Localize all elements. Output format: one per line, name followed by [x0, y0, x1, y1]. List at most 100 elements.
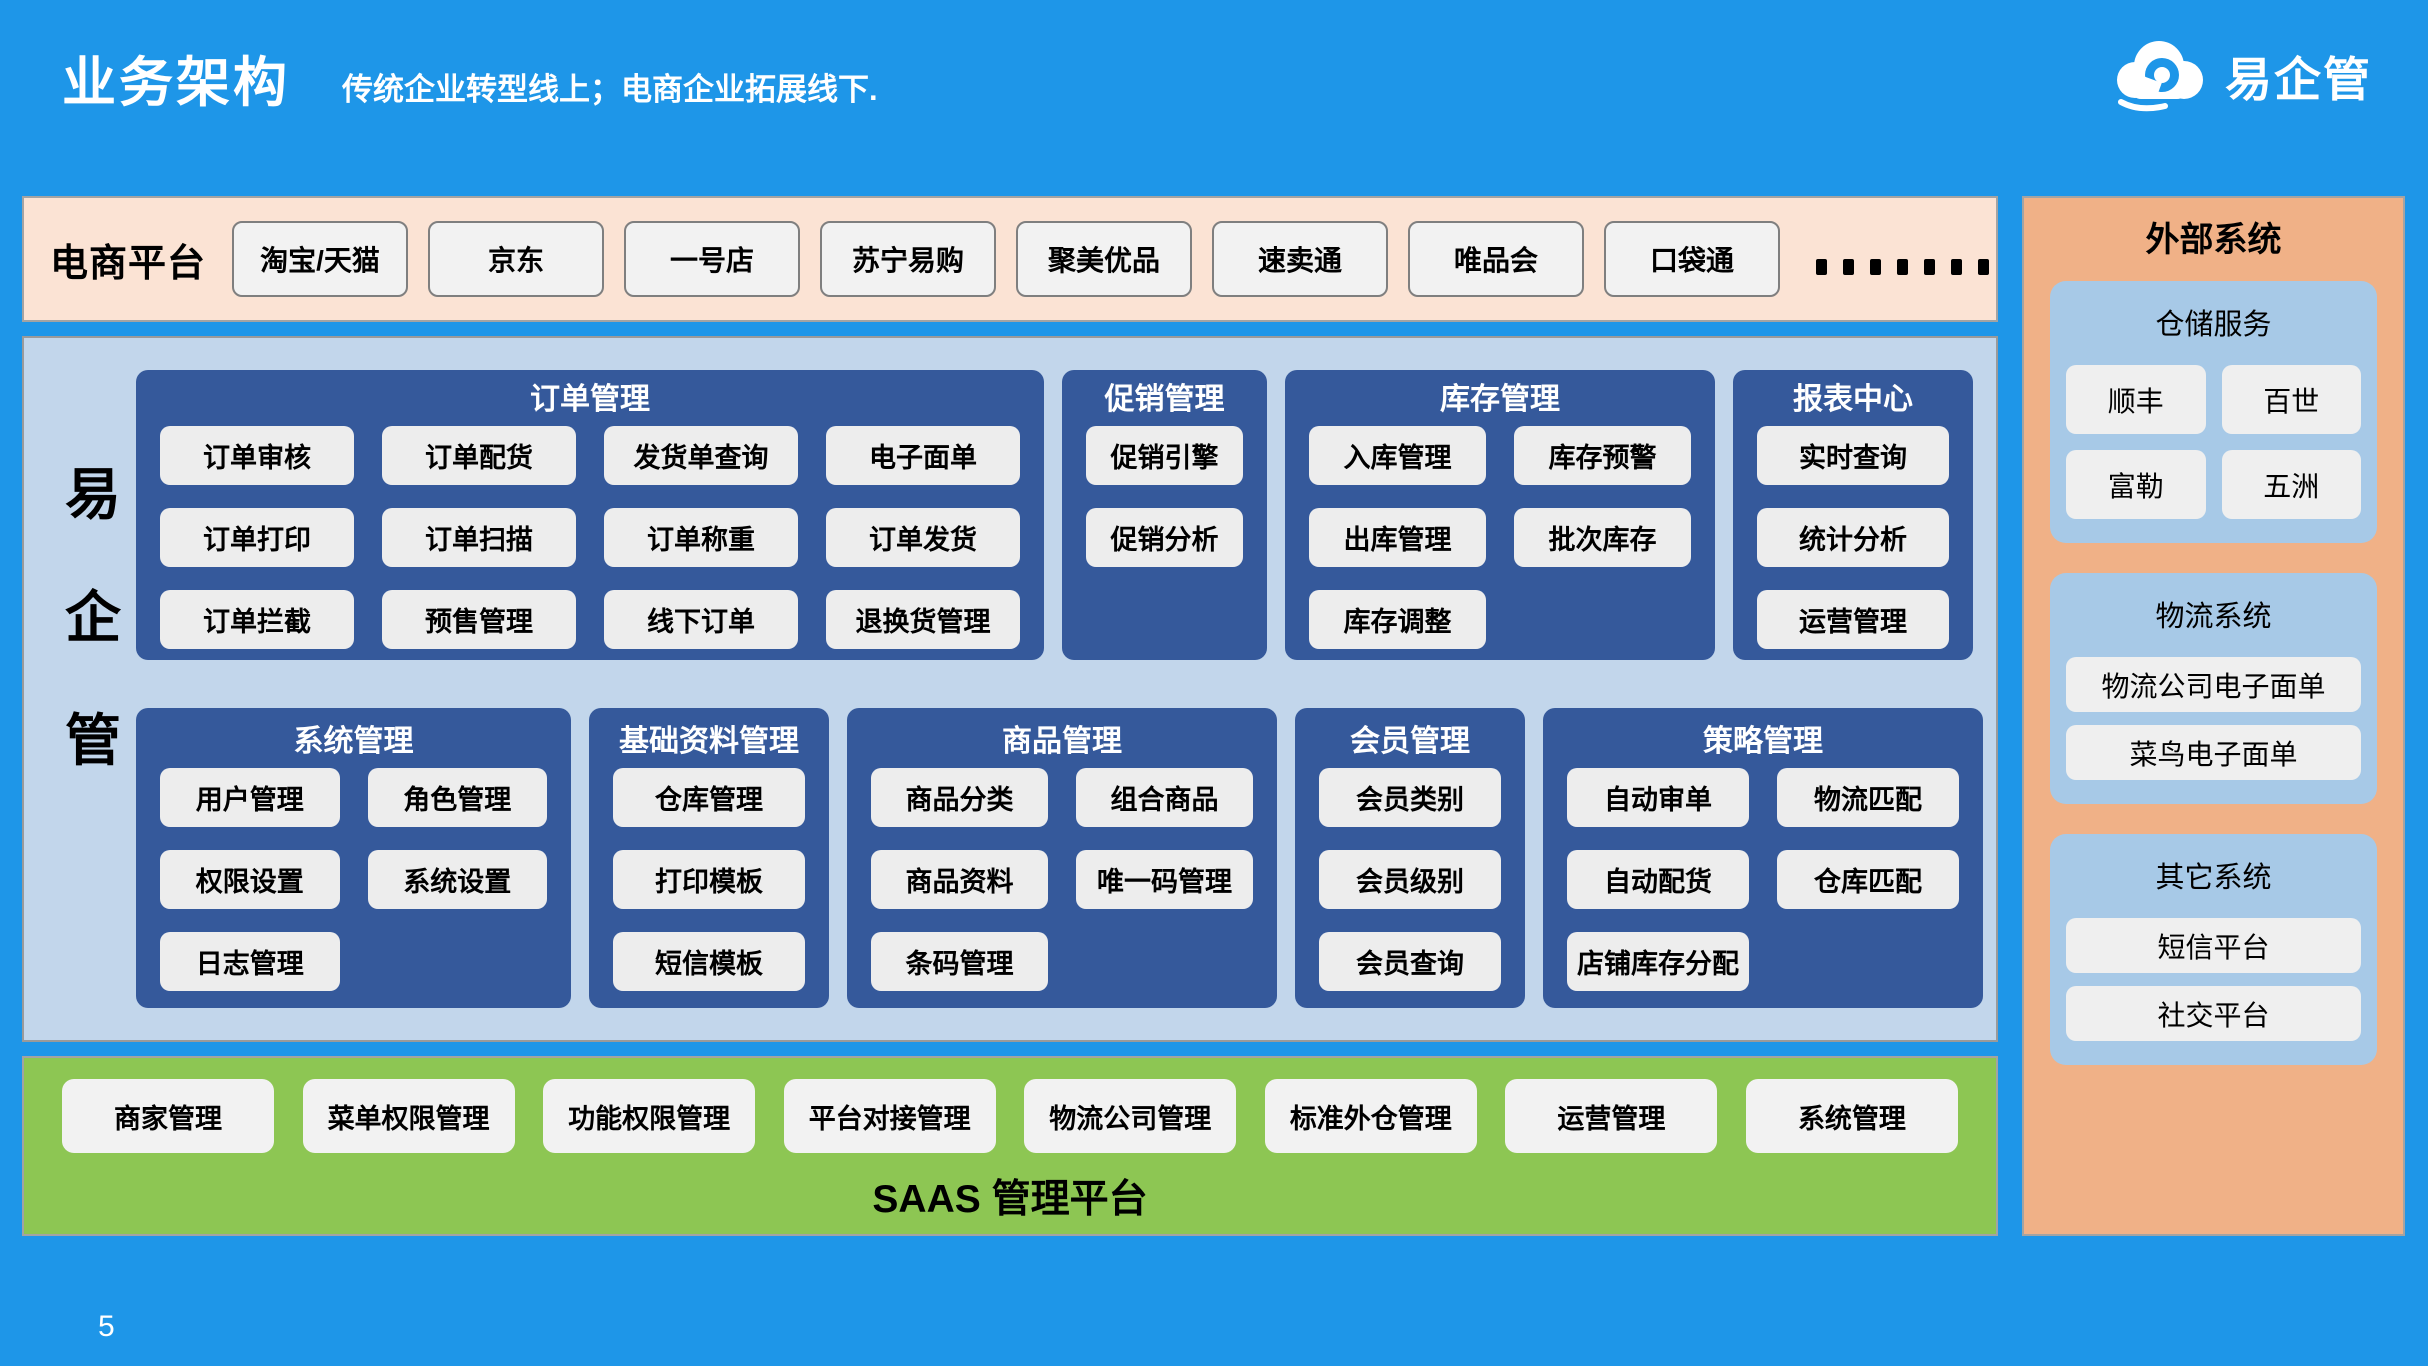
external-group: 仓储服务顺丰百世富勒五洲	[2050, 281, 2377, 543]
vertical-label-char: 企	[65, 586, 121, 649]
module-panel-title: 订单管理	[530, 383, 650, 416]
ellipsis-dot	[1870, 259, 1882, 275]
module-item: 短信模板	[613, 932, 805, 991]
module-item: 自动审单	[1567, 768, 1749, 827]
page-number: 5	[98, 1310, 115, 1343]
platform-button: 苏宁易购	[820, 221, 997, 297]
module-item: 订单审核	[160, 426, 354, 485]
module-item: 库存预警	[1514, 426, 1691, 485]
platform-button-list: 淘宝/天猫京东一号店苏宁易购聚美优品速卖通唯品会口袋通	[232, 221, 1781, 297]
external-item: 百世	[2221, 365, 2361, 434]
external-item: 菜鸟电子面单	[2066, 725, 2361, 780]
module-item: 入库管理	[1309, 426, 1486, 485]
module-panel: 策略管理自动审单物流匹配自动配货仓库匹配店铺库存分配	[1543, 708, 1983, 1008]
core-vertical-label: 易企管	[60, 450, 126, 777]
module-item: 订单打印	[160, 508, 354, 567]
external-group: 物流系统物流公司电子面单菜鸟电子面单	[2050, 573, 2377, 804]
ellipsis-dot	[1924, 259, 1936, 275]
external-item: 物流公司电子面单	[2066, 657, 2361, 712]
module-panel-title: 报表中心	[1793, 383, 1913, 416]
module-panel-title: 策略管理	[1703, 725, 1823, 758]
core-panel-area: 易企管 订单管理订单审核订单配货发货单查询电子面单订单打印订单扫描订单称重订单发…	[22, 336, 1998, 1042]
module-panel-title: 商品管理	[1002, 725, 1122, 758]
module-panel-grid: 用户管理角色管理权限设置系统设置日志管理	[160, 768, 547, 991]
saas-item: 标准外仓管理	[1264, 1079, 1477, 1153]
module-item: 实时查询	[1757, 426, 1949, 485]
module-item: 批次库存	[1514, 508, 1691, 567]
logo-text: 易企管	[2225, 52, 2372, 106]
saas-item: 菜单权限管理	[302, 1079, 515, 1153]
module-panel-row: 系统管理用户管理角色管理权限设置系统设置日志管理基础资料管理仓库管理打印模板短信…	[136, 708, 1984, 1008]
module-item: 商品资料	[871, 850, 1048, 909]
external-group-grid: 短信平台社交平台	[2066, 918, 2361, 1041]
module-item: 打印模板	[613, 850, 805, 909]
vertical-label-char: 管	[65, 709, 121, 772]
ecommerce-strip: 电商平台 淘宝/天猫京东一号店苏宁易购聚美优品速卖通唯品会口袋通	[22, 196, 1998, 322]
module-item: 发货单查询	[604, 426, 798, 485]
saas-item: 平台对接管理	[783, 1079, 996, 1153]
module-panel-grid: 订单审核订单配货发货单查询电子面单订单打印订单扫描订单称重订单发货订单拦截预售管…	[160, 426, 1020, 649]
module-item: 组合商品	[1076, 768, 1253, 827]
module-panel-grid: 会员类别会员级别会员查询	[1319, 768, 1501, 991]
external-group-grid: 物流公司电子面单菜鸟电子面单	[2066, 657, 2361, 780]
platform-button: 聚美优品	[1016, 221, 1193, 297]
page-title: 业务架构	[62, 53, 290, 113]
module-item: 会员查询	[1319, 932, 1501, 991]
saas-item: 系统管理	[1745, 1079, 1958, 1153]
external-group-title: 仓储服务	[2155, 309, 2272, 341]
module-panel: 订单管理订单审核订单配货发货单查询电子面单订单打印订单扫描订单称重订单发货订单拦…	[136, 370, 1044, 660]
module-panel-title: 库存管理	[1440, 383, 1560, 416]
saas-item: 商家管理	[62, 1079, 274, 1153]
module-panel-title: 会员管理	[1350, 725, 1470, 758]
external-group: 其它系统短信平台社交平台	[2050, 834, 2377, 1065]
external-group-title: 其它系统	[2155, 862, 2272, 894]
logo: 易企管	[2109, 36, 2372, 114]
module-item: 订单称重	[604, 508, 798, 567]
saas-title: SAAS 管理平台	[872, 1178, 1148, 1221]
logo-cloud-icon	[2117, 41, 2203, 112]
ellipsis-dot	[1951, 259, 1963, 275]
platform-button: 速卖通	[1212, 221, 1389, 297]
module-item: 促销引擎	[1086, 426, 1243, 485]
module-panel: 基础资料管理仓库管理打印模板短信模板	[589, 708, 829, 1008]
module-panel-title: 基础资料管理	[619, 725, 799, 758]
module-item: 角色管理	[367, 768, 547, 827]
saas-strip: 商家管理菜单权限管理功能权限管理平台对接管理物流公司管理标准外仓管理运营管理系统…	[22, 1056, 1998, 1236]
module-panel-grid: 仓库管理打印模板短信模板	[613, 768, 805, 991]
module-item: 用户管理	[160, 768, 340, 827]
platform-button: 一号店	[624, 221, 801, 297]
module-panel-grid: 促销引擎促销分析	[1086, 426, 1243, 567]
module-item: 出库管理	[1309, 508, 1486, 567]
module-item: 订单扫描	[382, 508, 576, 567]
ellipsis-dot	[1897, 259, 1909, 275]
module-panel: 促销管理促销引擎促销分析	[1062, 370, 1267, 660]
module-item: 会员类别	[1319, 768, 1501, 827]
module-item: 库存调整	[1309, 590, 1486, 649]
saas-item: 运营管理	[1505, 1079, 1718, 1153]
module-panel-grid: 自动审单物流匹配自动配货仓库匹配店铺库存分配	[1567, 768, 1959, 991]
module-panel: 商品管理商品分类组合商品商品资料唯一码管理条码管理	[847, 708, 1277, 1008]
module-panel-title: 系统管理	[293, 725, 414, 758]
module-item: 预售管理	[382, 590, 576, 649]
module-panel: 库存管理入库管理库存预警出库管理批次库存库存调整	[1285, 370, 1715, 660]
module-panel-grid: 入库管理库存预警出库管理批次库存库存调整	[1309, 426, 1691, 649]
module-item: 退换货管理	[826, 590, 1020, 649]
external-item: 富勒	[2066, 450, 2206, 519]
module-panel: 报表中心实时查询统计分析运营管理	[1733, 370, 1973, 660]
ecommerce-label: 电商平台	[50, 242, 207, 285]
external-item: 五洲	[2221, 450, 2361, 519]
platform-button: 京东	[428, 221, 605, 297]
external-item: 顺丰	[2066, 365, 2206, 434]
module-item: 条码管理	[871, 932, 1048, 991]
module-item: 会员级别	[1319, 850, 1501, 909]
module-item: 运营管理	[1757, 590, 1949, 649]
external-sidebar: 外部系统 仓储服务顺丰百世富勒五洲物流系统物流公司电子面单菜鸟电子面单其它系统短…	[2022, 196, 2405, 1236]
module-panel-title: 促销管理	[1104, 383, 1225, 416]
module-item: 电子面单	[826, 426, 1020, 485]
module-item: 系统设置	[367, 850, 547, 909]
module-panel: 会员管理会员类别会员级别会员查询	[1295, 708, 1525, 1008]
external-group-list: 仓储服务顺丰百世富勒五洲物流系统物流公司电子面单菜鸟电子面单其它系统短信平台社交…	[2024, 281, 2403, 1065]
ellipsis-dot	[1816, 259, 1828, 275]
external-group-grid: 顺丰百世富勒五洲	[2066, 365, 2361, 519]
